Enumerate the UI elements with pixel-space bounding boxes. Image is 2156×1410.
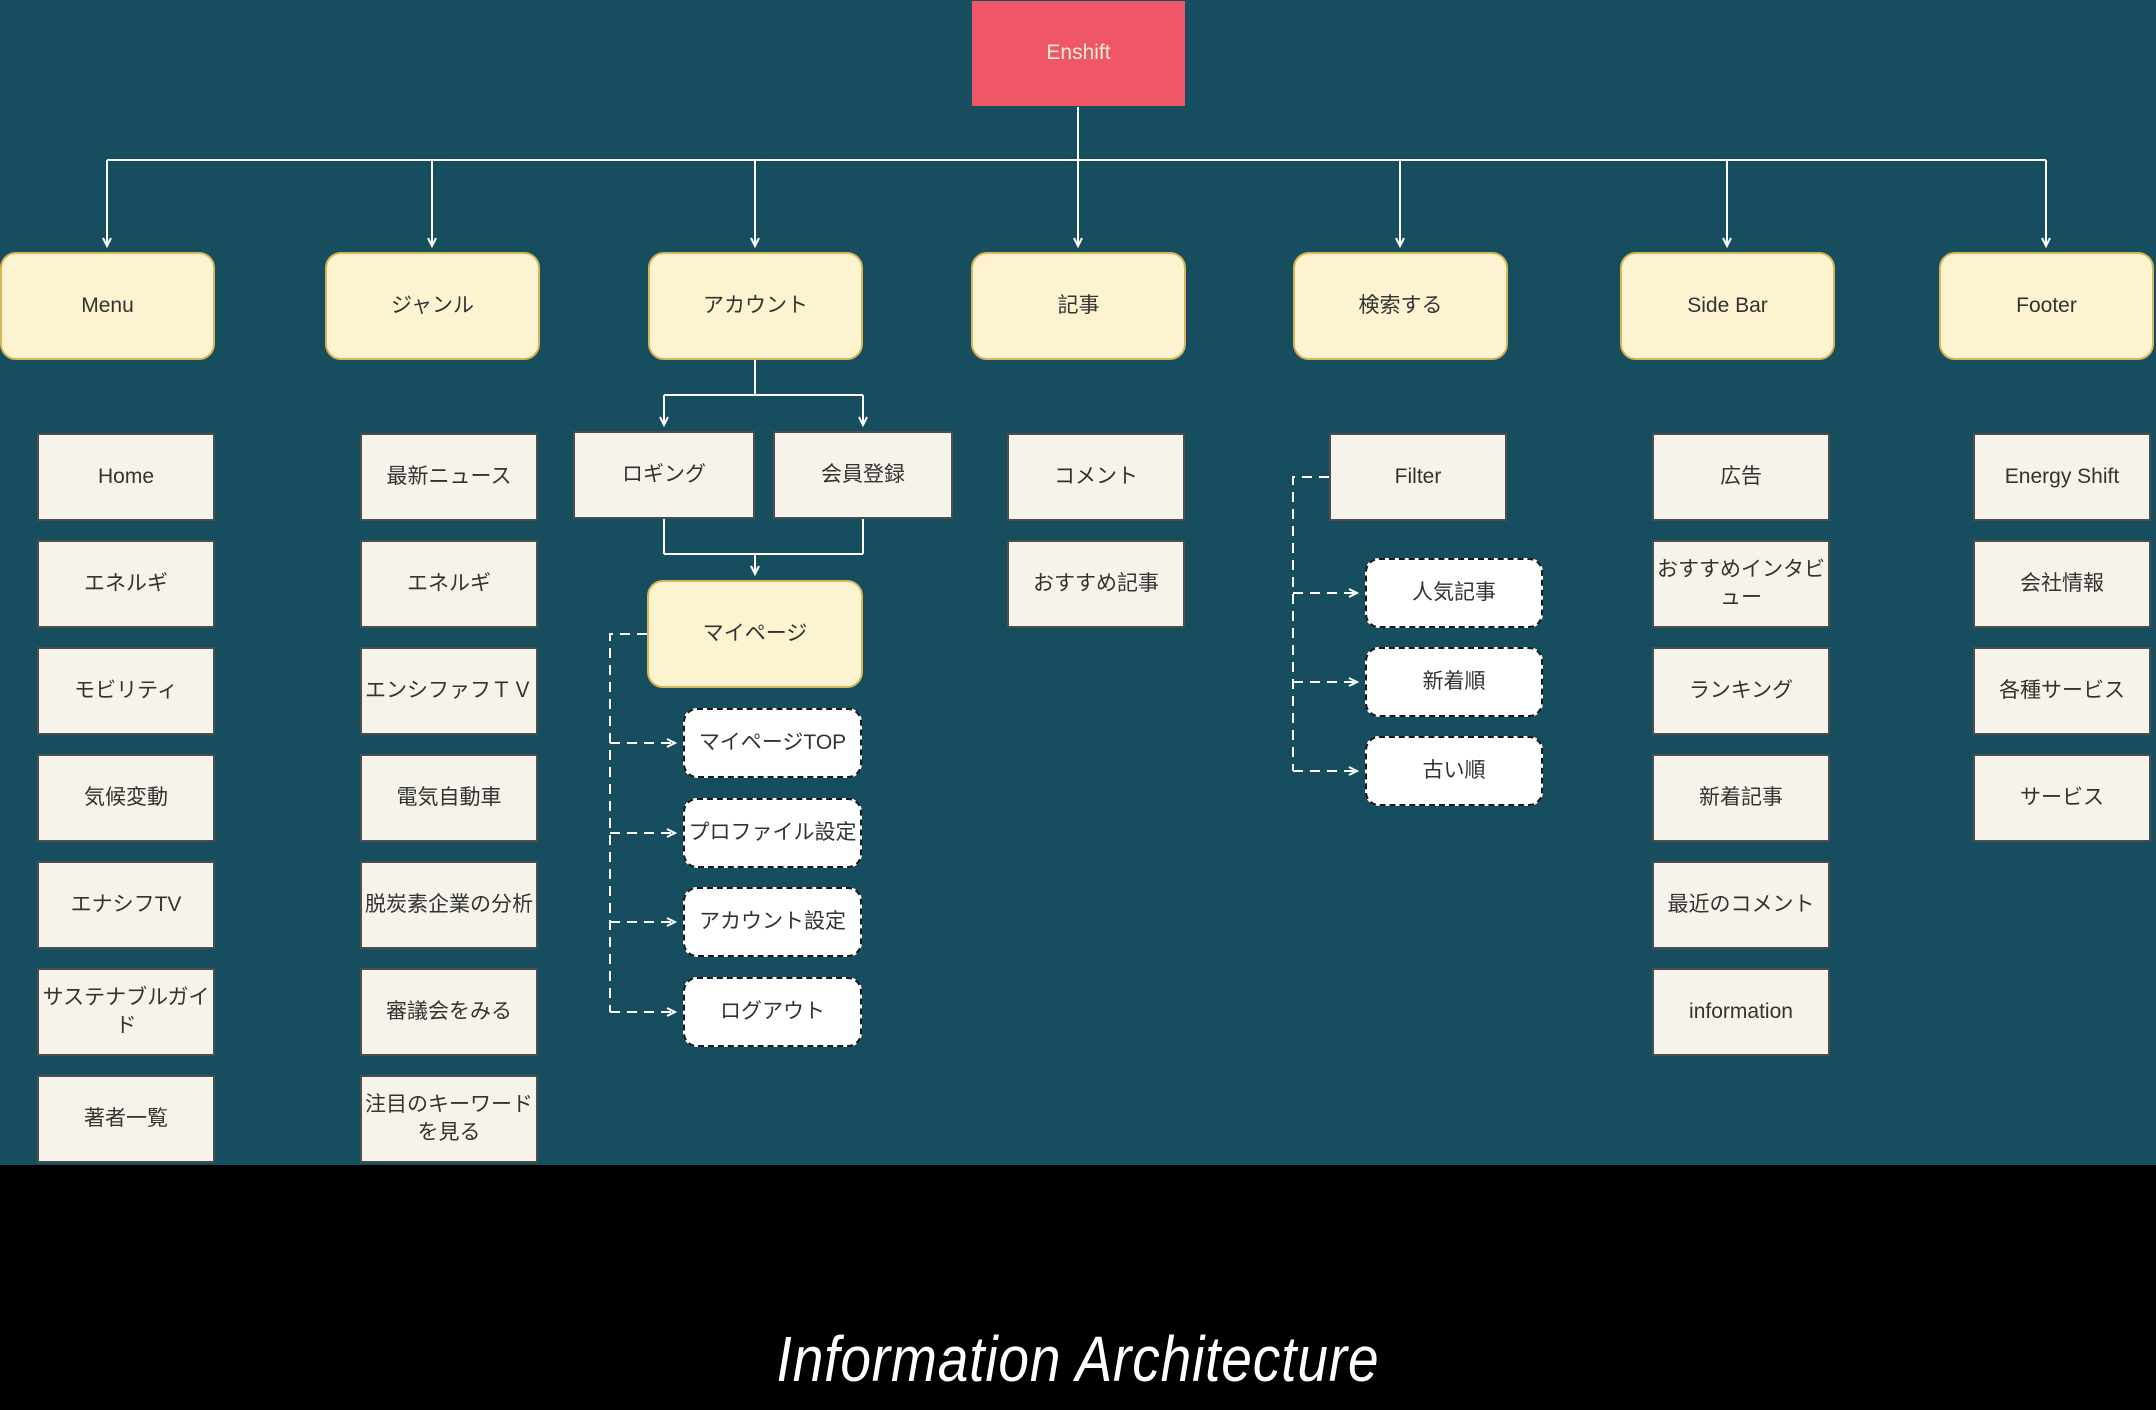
node-recommended-interview: おすすめインタビュー bbox=[1652, 540, 1830, 628]
node-oldest-order: 古い順 bbox=[1365, 736, 1543, 806]
node-menu-energy: エネルギ bbox=[37, 540, 215, 628]
header-menu: Menu bbox=[0, 252, 215, 360]
node-company-info: 会社情報 bbox=[1973, 540, 2151, 628]
node-comments: コメント bbox=[1007, 433, 1185, 521]
node-enashifu-tv: エナシフTV bbox=[37, 861, 215, 949]
node-decarbon-analysis: 脱炭素企業の分析 bbox=[360, 861, 538, 949]
node-mypage-top: マイページTOP bbox=[683, 708, 862, 778]
node-enshifa-tv: エンシファフＴＶ bbox=[360, 647, 538, 735]
bottom-band bbox=[0, 1165, 2156, 1410]
node-profile-settings: プロファイル設定 bbox=[683, 798, 862, 868]
connector-account-split bbox=[664, 360, 863, 396]
node-various-services: 各種サービス bbox=[1973, 647, 2151, 735]
connector-join-mypage bbox=[663, 519, 864, 555]
header-genre: ジャンル bbox=[325, 252, 540, 360]
header-sidebar: Side Bar bbox=[1620, 252, 1835, 360]
connector-root-trunk bbox=[107, 107, 2046, 161]
node-mypage: マイページ bbox=[647, 580, 863, 688]
node-filter: Filter bbox=[1329, 433, 1507, 521]
node-logout: ログアウト bbox=[683, 977, 862, 1047]
root-node-enshift: Enshift bbox=[971, 0, 1186, 107]
header-account: アカウント bbox=[648, 252, 863, 360]
node-genre-energy: エネルギ bbox=[360, 540, 538, 628]
node-login: ロギング bbox=[573, 431, 755, 519]
node-sustainable-guide: サステナブルガイド bbox=[37, 968, 215, 1056]
node-information: information bbox=[1652, 968, 1830, 1056]
node-energy-shift: Energy Shift bbox=[1973, 433, 2151, 521]
header-search: 検索する bbox=[1293, 252, 1508, 360]
node-mobility: モビリティ bbox=[37, 647, 215, 735]
node-ev: 電気自動車 bbox=[360, 754, 538, 842]
node-services: サービス bbox=[1973, 754, 2151, 842]
diagram-title: Information Architecture bbox=[776, 1323, 1380, 1395]
node-register: 会員登録 bbox=[773, 431, 953, 519]
node-council: 審議会をみる bbox=[360, 968, 538, 1056]
node-ads: 広告 bbox=[1652, 433, 1830, 521]
node-new-articles: 新着記事 bbox=[1652, 754, 1830, 842]
node-keywords: 注目のキーワードを見る bbox=[360, 1075, 538, 1163]
node-latest-news: 最新ニュース bbox=[360, 433, 538, 521]
node-account-settings: アカウント設定 bbox=[683, 887, 862, 957]
connector-mypage-trunk bbox=[609, 633, 647, 1012]
connector-filter-trunk bbox=[1292, 476, 1329, 771]
node-recommended-articles: おすすめ記事 bbox=[1007, 540, 1185, 628]
header-footer: Footer bbox=[1939, 252, 2154, 360]
node-ranking: ランキング bbox=[1652, 647, 1830, 735]
node-recent-comments: 最近のコメント bbox=[1652, 861, 1830, 949]
node-authors: 著者一覧 bbox=[37, 1075, 215, 1163]
node-popular-articles: 人気記事 bbox=[1365, 558, 1543, 628]
header-article: 記事 bbox=[971, 252, 1186, 360]
node-newest-order: 新着順 bbox=[1365, 647, 1543, 717]
node-climate: 気候変動 bbox=[37, 754, 215, 842]
node-home: Home bbox=[37, 433, 215, 521]
